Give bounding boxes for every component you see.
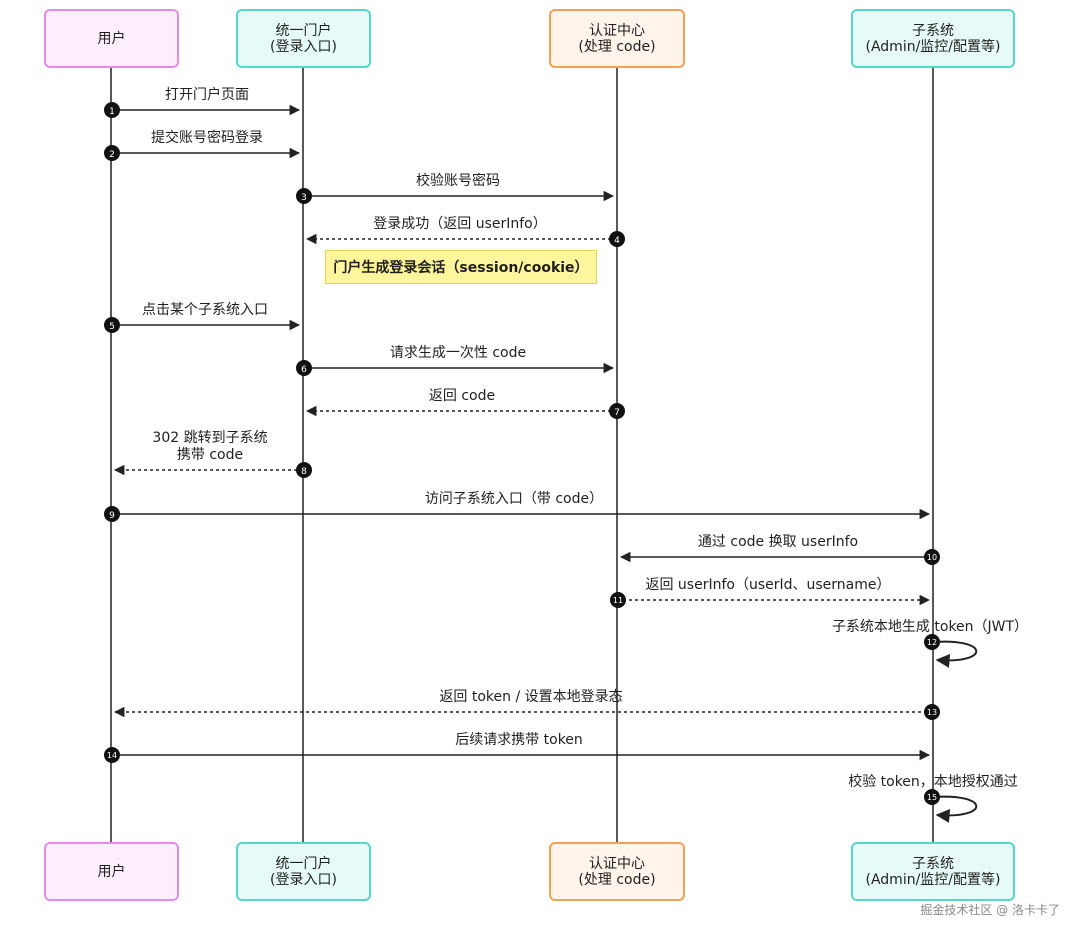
participant-portal-name: 统一门户 <box>275 855 332 872</box>
step-badge-10: 10 <box>924 549 940 565</box>
svg-text:9: 9 <box>109 511 115 521</box>
message-label-15: 校验 token，本地授权通过 <box>848 774 1018 790</box>
svg-text:14: 14 <box>107 751 117 760</box>
message-label-3: 校验账号密码 <box>416 173 500 189</box>
participant-auth-subtitle: (处理 code) <box>578 38 656 55</box>
participant-auth-subtitle: (处理 code) <box>578 871 656 888</box>
svg-text:2: 2 <box>109 150 115 160</box>
message-label-9: 访问子系统入口（带 code） <box>424 491 604 507</box>
message-label-4: 登录成功（返回 userInfo） <box>373 216 547 232</box>
step-badge-7: 7 <box>609 403 625 419</box>
participant-portal-top: 统一门户 (登录入口) <box>236 9 371 68</box>
step-badge-11: 11 <box>610 592 626 608</box>
svg-text:4: 4 <box>614 236 620 246</box>
participant-user-bottom: 用户 <box>44 842 179 901</box>
message-label-12: 子系统本地生成 token（JWT） <box>831 619 1029 635</box>
svg-text:6: 6 <box>301 365 307 375</box>
message-label-7: 返回 code <box>428 388 496 404</box>
step-badge-14: 14 <box>104 747 120 763</box>
participant-user-name: 用户 <box>97 863 126 880</box>
step-badge-9: 9 <box>104 506 120 522</box>
svg-text:10: 10 <box>927 553 937 562</box>
participant-subsystem-subtitle: (Admin/监控/配置等) <box>865 871 1001 888</box>
step-badge-5: 5 <box>104 317 120 333</box>
participant-subsystem-subtitle: (Admin/监控/配置等) <box>865 38 1001 55</box>
message-label-11: 返回 userInfo（userId、username） <box>645 577 891 593</box>
step-badge-8: 8 <box>296 462 312 478</box>
participant-auth-name: 认证中心 <box>589 855 645 872</box>
message-label-8: 302 跳转到子系统 携带 code <box>152 430 267 464</box>
svg-text:12: 12 <box>927 638 937 647</box>
message-label-13: 返回 token / 设置本地登录态 <box>439 689 623 705</box>
message-label-1: 打开门户页面 <box>165 87 249 103</box>
session-note: 门户生成登录会话（session/cookie） <box>325 250 597 284</box>
participant-user-name: 用户 <box>97 30 126 47</box>
step-badge-6: 6 <box>296 360 312 376</box>
step-badge-13: 13 <box>924 704 940 720</box>
svg-text:5: 5 <box>109 322 115 332</box>
step-badge-12: 12 <box>924 634 940 650</box>
svg-text:15: 15 <box>927 793 937 802</box>
participant-portal-bottom: 统一门户 (登录入口) <box>236 842 371 901</box>
participant-portal-subtitle: (登录入口) <box>270 871 337 888</box>
svg-text:13: 13 <box>927 708 937 717</box>
step-badge-3: 3 <box>296 188 312 204</box>
step-badge-1: 1 <box>104 102 120 118</box>
message-arrow-12 <box>932 640 978 668</box>
message-label-6: 请求生成一次性 code <box>389 345 527 361</box>
message-arrow-15 <box>932 795 978 823</box>
svg-text:7: 7 <box>614 408 620 418</box>
watermark: 掘金技术社区 @ 洛卡卡了 <box>920 903 1060 917</box>
step-badge-15: 15 <box>924 789 940 805</box>
participant-subsystem-name: 子系统 <box>912 855 954 872</box>
svg-text:8: 8 <box>301 467 307 477</box>
message-label-10: 通过 code 换取 userInfo <box>697 534 859 550</box>
message-label-2: 提交账号密码登录 <box>151 130 263 146</box>
participant-user-top: 用户 <box>44 9 179 68</box>
message-label-8-line1: 302 跳转到子系统 <box>152 430 268 446</box>
message-label-5: 点击某个子系统入口 <box>142 302 268 318</box>
participant-subsystem-bottom: 子系统 (Admin/监控/配置等) <box>851 842 1015 901</box>
participant-auth-top: 认证中心 (处理 code) <box>549 9 685 68</box>
svg-text:1: 1 <box>109 107 115 117</box>
step-badge-2: 2 <box>104 145 120 161</box>
svg-text:3: 3 <box>301 193 307 203</box>
participant-subsystem-name: 子系统 <box>912 22 954 39</box>
participant-portal-subtitle: (登录入口) <box>270 38 337 55</box>
svg-text:11: 11 <box>613 596 623 605</box>
participant-portal-name: 统一门户 <box>275 22 332 39</box>
message-label-8-line2: 携带 code <box>176 447 244 463</box>
participant-subsystem-top: 子系统 (Admin/监控/配置等) <box>851 9 1015 68</box>
participant-auth-name: 认证中心 <box>589 22 645 39</box>
step-badge-4: 4 <box>609 231 625 247</box>
participant-auth-bottom: 认证中心 (处理 code) <box>549 842 685 901</box>
message-label-14: 后续请求携带 token <box>455 732 583 748</box>
